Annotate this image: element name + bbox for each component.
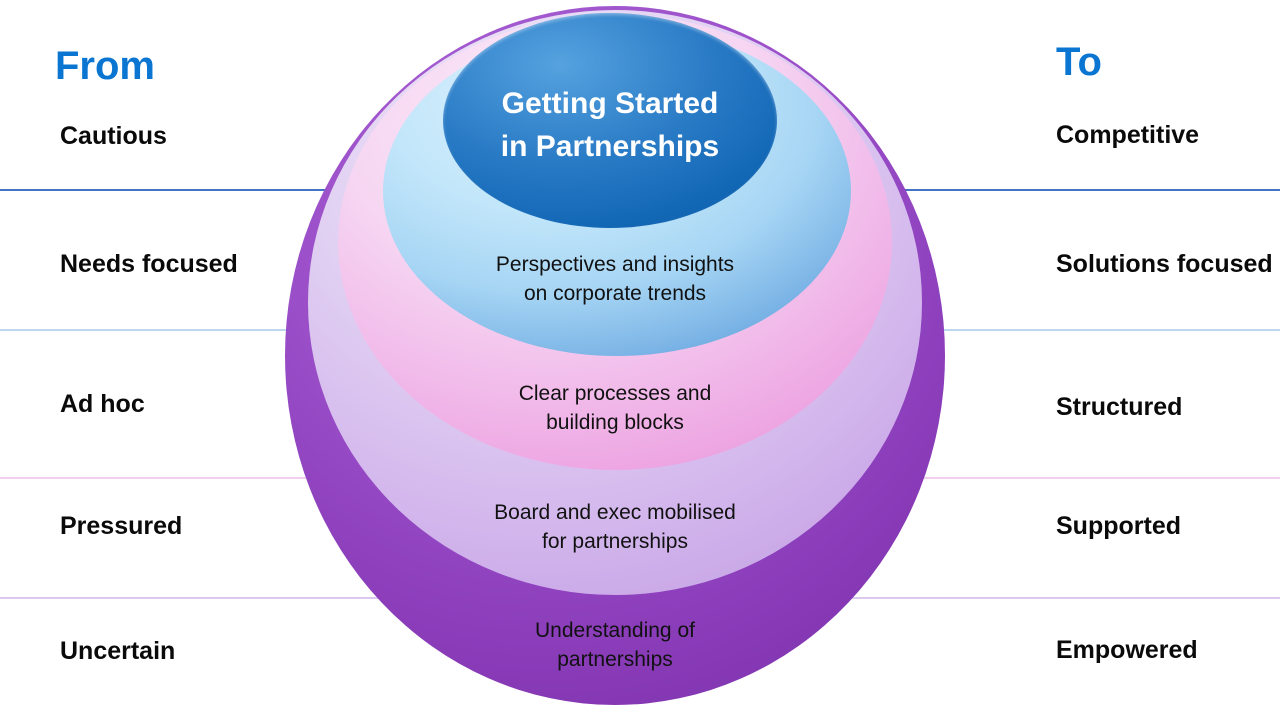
to-item-structured: Structured bbox=[1056, 393, 1183, 421]
from-item-needs-focused: Needs focused bbox=[60, 250, 238, 278]
from-item-pressured: Pressured bbox=[60, 512, 183, 540]
from-item-cautious: Cautious bbox=[60, 122, 167, 150]
ring-label-understanding: Understanding of partnerships bbox=[535, 619, 695, 671]
from-item-uncertain: Uncertain bbox=[60, 637, 176, 665]
ring-label-clear-processes: Clear processes and building blocks bbox=[518, 382, 712, 434]
sphere-core bbox=[443, 13, 777, 228]
to-heading: To bbox=[1056, 40, 1102, 84]
from-heading: From bbox=[55, 44, 155, 88]
to-item-competitive: Competitive bbox=[1056, 121, 1200, 149]
to-item-empowered: Empowered bbox=[1056, 636, 1198, 664]
sphere-core-title: Getting Started in Partnerships bbox=[500, 87, 720, 163]
from-item-ad-hoc: Ad hoc bbox=[60, 390, 145, 418]
to-item-supported: Supported bbox=[1056, 512, 1181, 540]
ring-label-board-exec: Board and exec mobilised for partnership… bbox=[494, 501, 736, 553]
ring-label-perspectives: Perspectives and insights on corporate t… bbox=[495, 253, 735, 305]
to-item-solutions-focused: Solutions focused bbox=[1056, 250, 1273, 278]
